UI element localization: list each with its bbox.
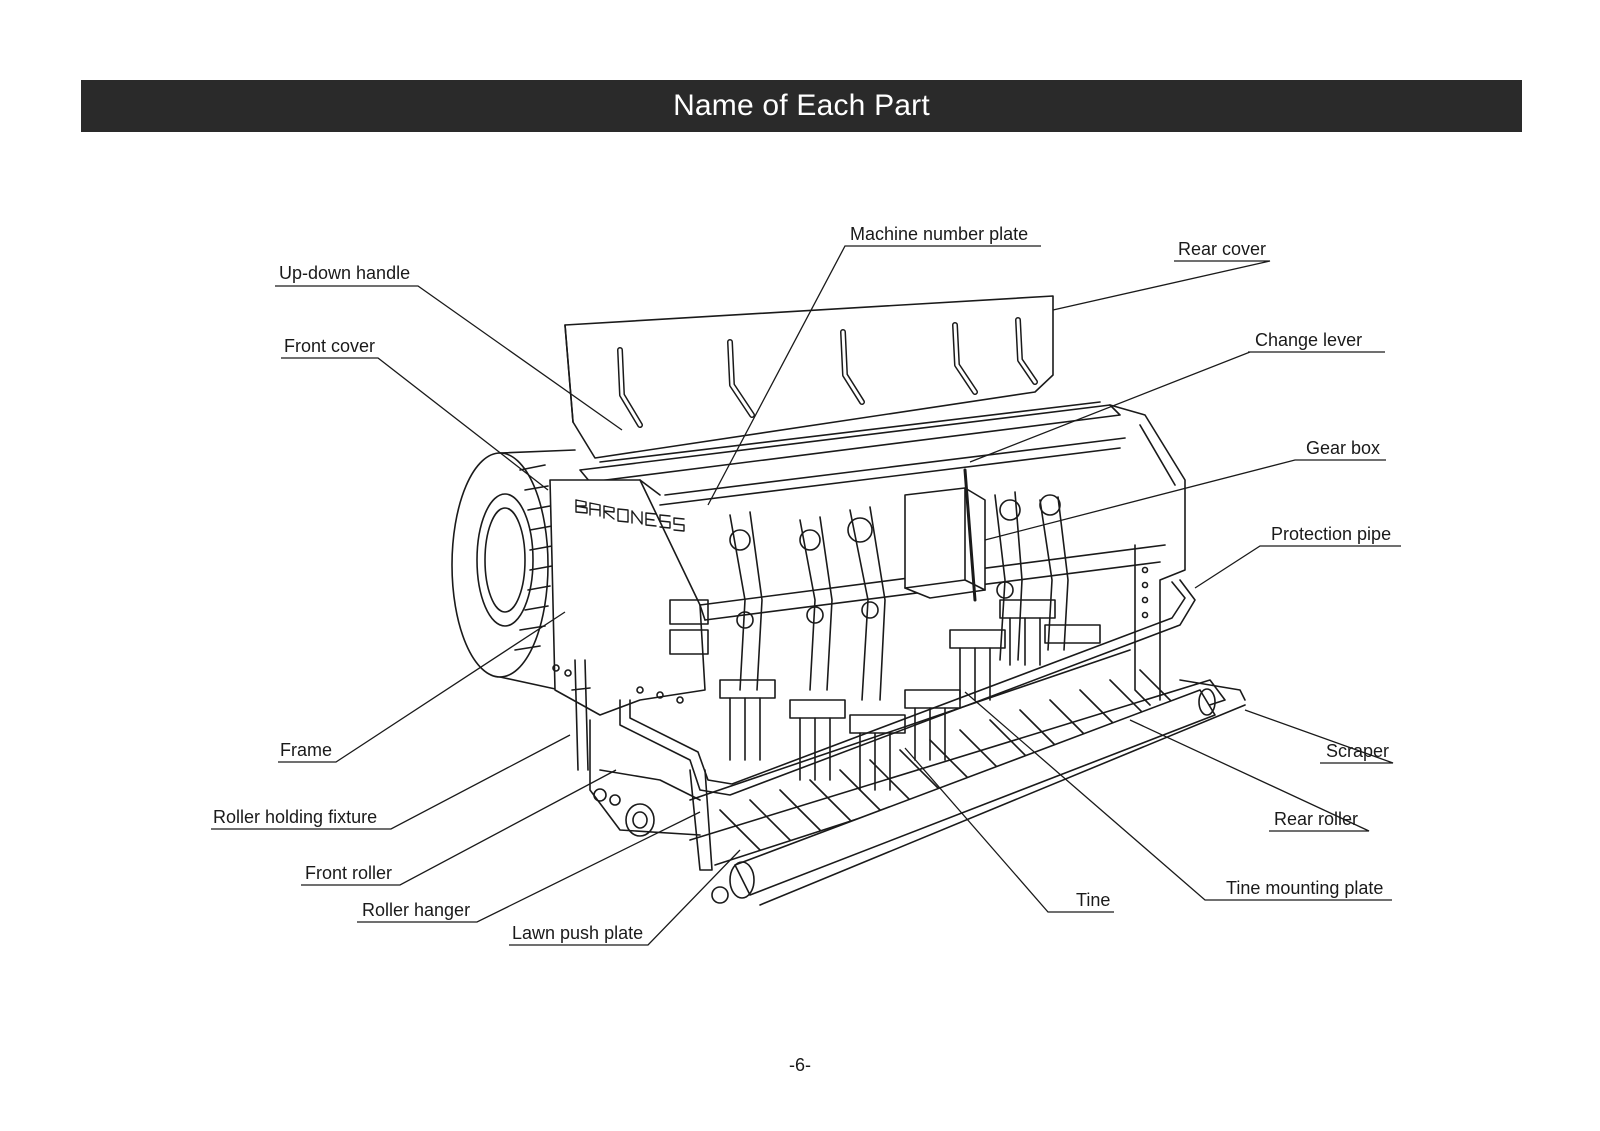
tine-arms: [729, 491, 1069, 701]
tine-mounting-plates: [719, 599, 1101, 791]
protection-pipe: [619, 579, 1196, 796]
leader-rear-roller: [1129, 719, 1370, 832]
label-rear-cover: Rear cover: [1178, 239, 1267, 259]
label-front-roller: Front roller: [305, 863, 393, 883]
label-tine: Tine: [1076, 890, 1111, 910]
leader-front-cover: [281, 357, 549, 491]
leader-scraper: [1244, 709, 1394, 764]
leader-lines: [211, 245, 1401, 946]
leader-tine: [904, 747, 1114, 913]
label-scraper: Scraper: [1326, 741, 1390, 761]
leader-frame: [278, 611, 566, 763]
front-roller-assembly: [571, 659, 713, 871]
label-front-cover: Front cover: [284, 336, 376, 356]
leader-up-down-handle: [275, 285, 623, 431]
leader-machine-number-plate: [707, 245, 1041, 506]
leader-lawn-push-plate: [509, 849, 741, 946]
baroness-logo: [575, 499, 685, 532]
side-drum: [451, 449, 576, 691]
leader-gear-box: [984, 459, 1386, 541]
label-rear-roller: Rear roller: [1274, 809, 1359, 829]
label-machine-number-plate: Machine number plate: [850, 224, 1029, 244]
top-rail: [579, 401, 1126, 506]
leader-rear-cover: [1052, 260, 1271, 311]
label-gear-box: Gear box: [1306, 438, 1381, 458]
gear-box: [904, 468, 986, 602]
machine-illustration: [451, 295, 1246, 906]
rear-roller: [711, 679, 1246, 906]
leader-front-roller: [301, 769, 617, 886]
label-protection-pipe: Protection pipe: [1271, 524, 1392, 544]
right-frame: [1109, 404, 1186, 706]
leader-roller-holding-fixture: [211, 734, 571, 830]
label-frame: Frame: [280, 740, 333, 760]
label-tine-mounting-plate: Tine mounting plate: [1226, 878, 1384, 898]
label-lawn-push-plate: Lawn push plate: [512, 923, 644, 943]
leader-tine-mounting-plate: [964, 691, 1392, 901]
label-up-down-handle: Up-down handle: [279, 263, 411, 283]
lawn-push-plate: [689, 649, 1226, 866]
label-roller-hanger: Roller hanger: [362, 900, 471, 920]
label-roller-holding-fixture: Roller holding fixture: [213, 807, 378, 827]
label-change-lever: Change lever: [1255, 330, 1363, 350]
rear-cover: [564, 295, 1054, 459]
leader-roller-hanger: [357, 811, 701, 923]
leader-change-lever: [969, 351, 1385, 463]
page-title-bar: Name of Each Part: [81, 80, 1522, 132]
leader-protection-pipe: [1194, 545, 1401, 589]
page-number: -6-: [789, 1055, 811, 1075]
page-title: Name of Each Part: [673, 89, 930, 122]
